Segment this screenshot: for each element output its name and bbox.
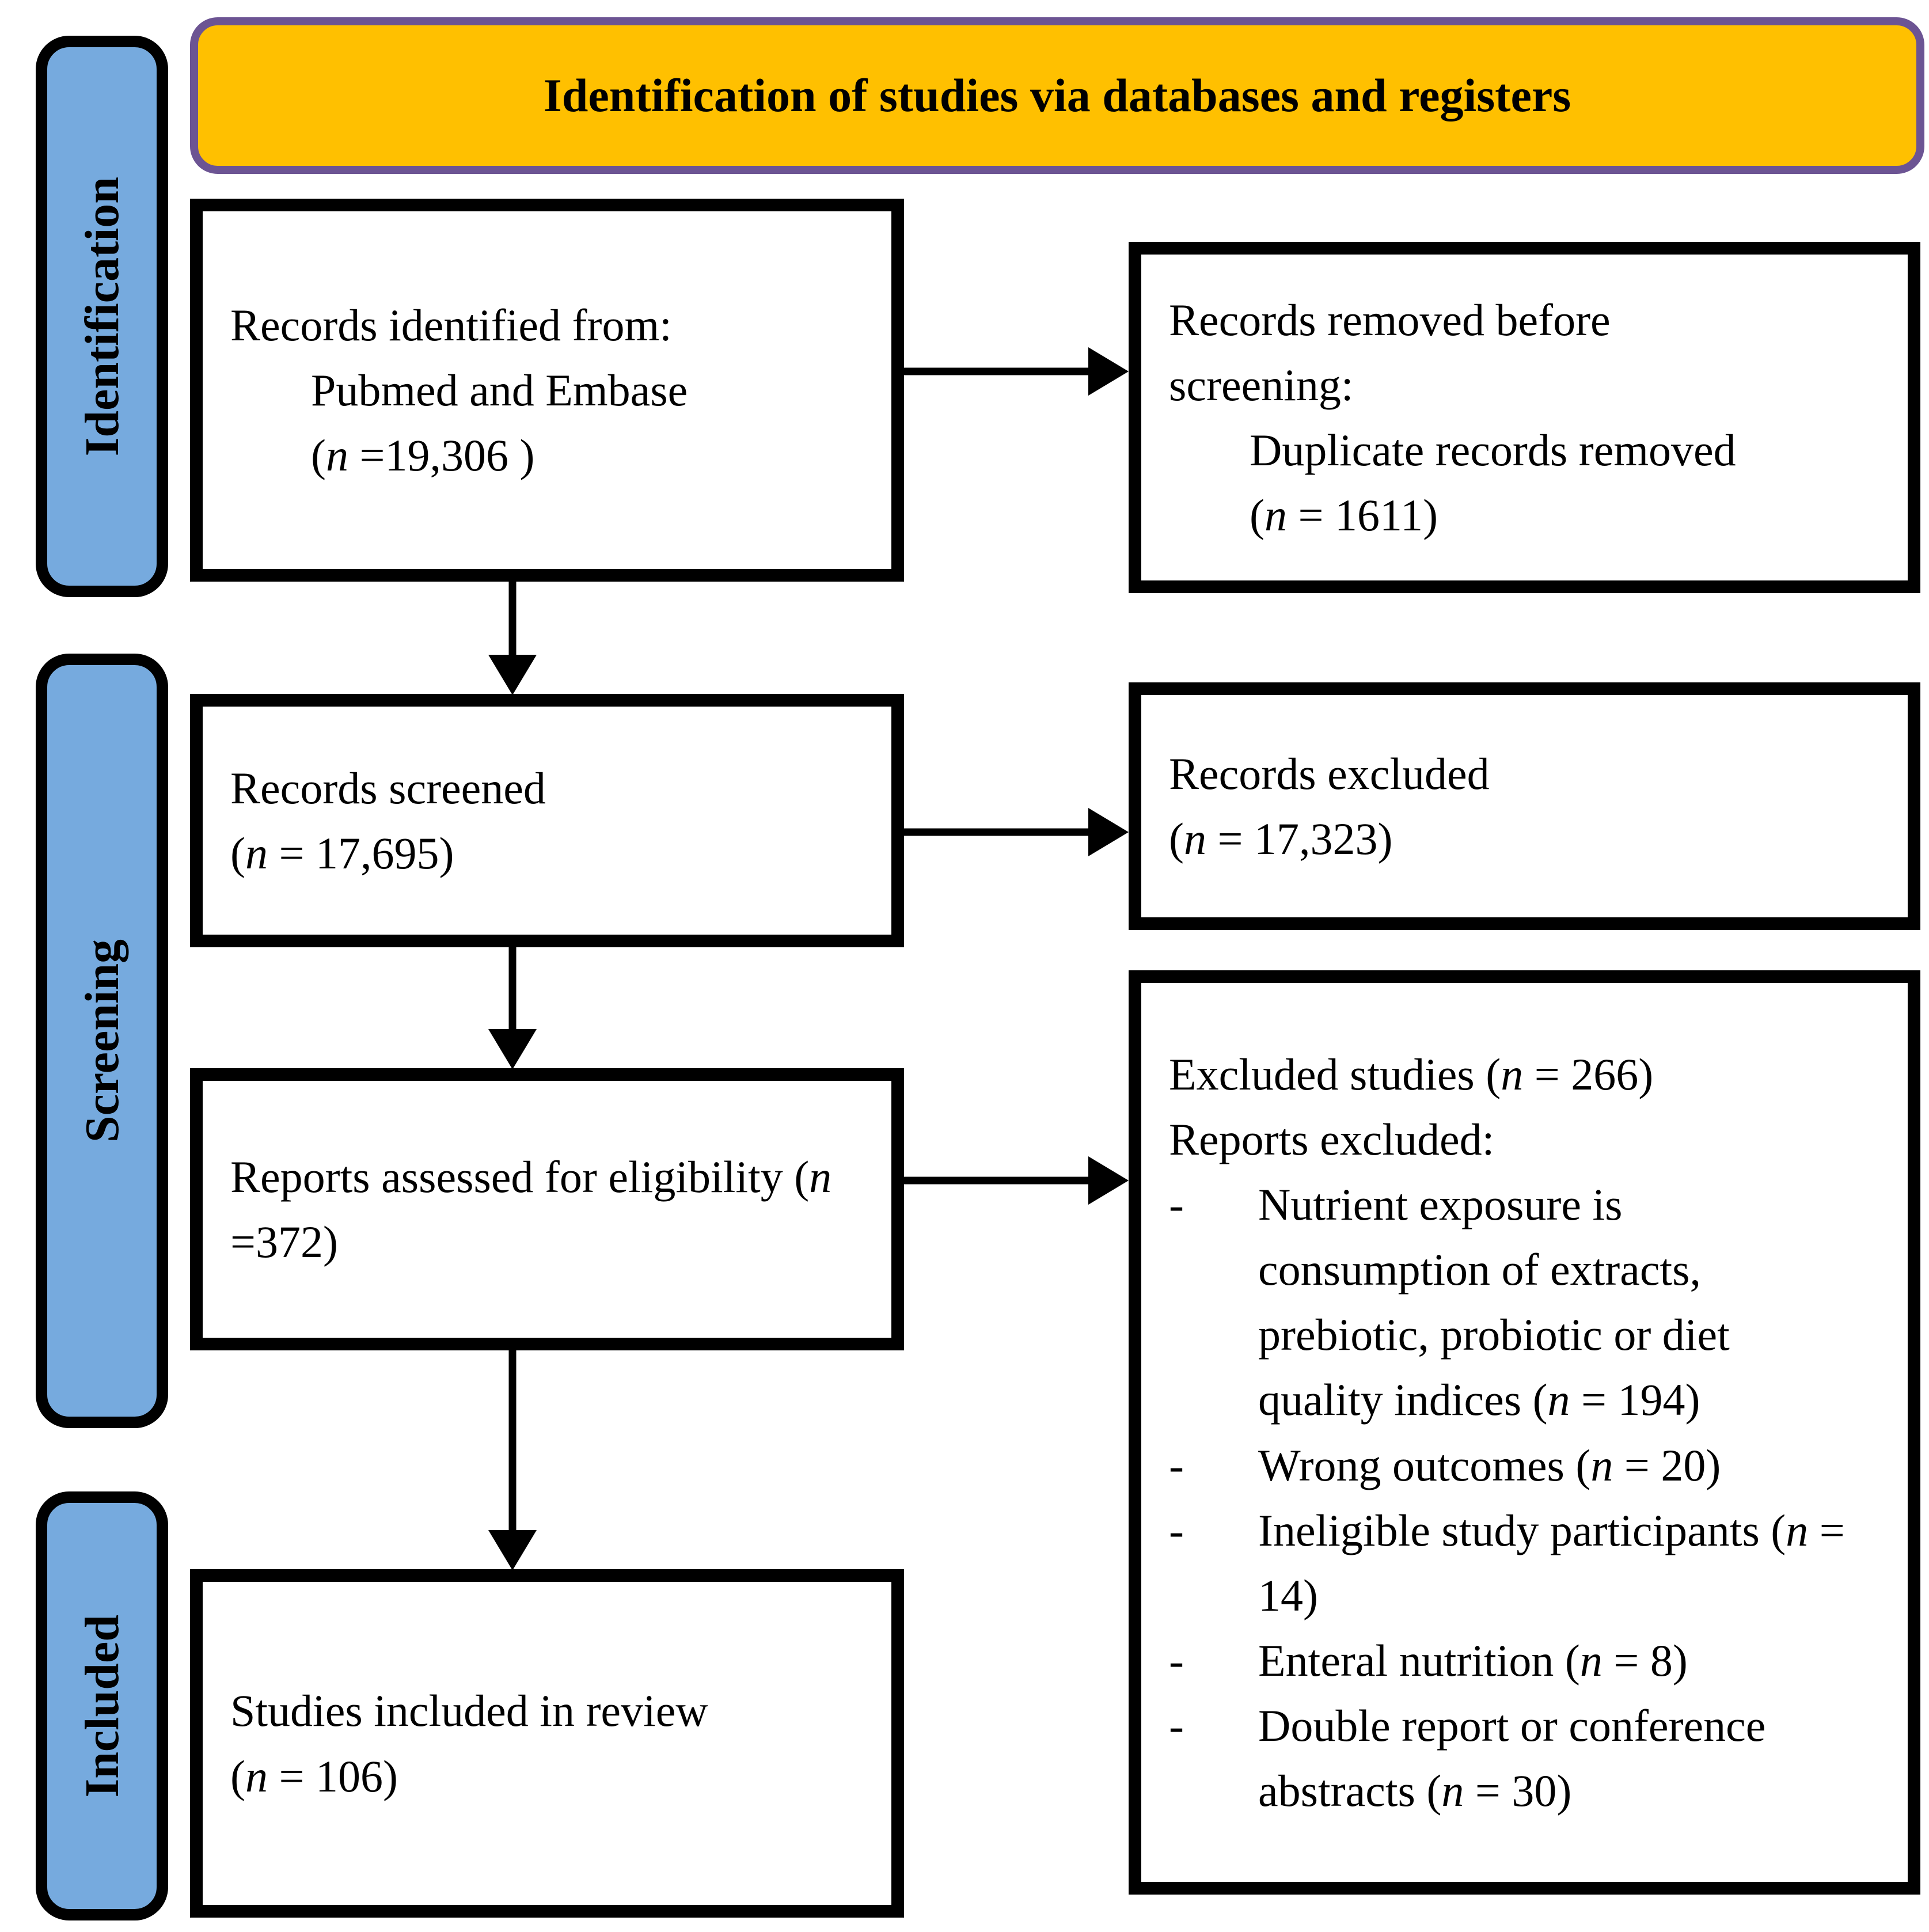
text-line: Reports excluded: xyxy=(1169,1114,1495,1165)
text-segment: Reports assessed for eligibility ( xyxy=(230,1151,810,1202)
arrowhead-right-icon xyxy=(1088,808,1129,856)
n-variable: n xyxy=(325,430,348,481)
n-variable: n xyxy=(1579,1635,1603,1686)
text-line: Records removed before screening: xyxy=(1169,294,1611,410)
n-count-line: (n = 17,323) xyxy=(1169,806,1880,871)
n-count-line: (n = 106) xyxy=(230,1744,864,1809)
bullet-dash: - xyxy=(1169,1179,1184,1230)
box-records-excluded: Records excluded (n = 17,323) xyxy=(1129,682,1920,930)
stage-label-text: Identification xyxy=(75,176,129,457)
text-segment: ( xyxy=(311,430,326,481)
arrowhead-down-icon xyxy=(488,1029,537,1069)
text-segment: = 14) xyxy=(1258,1505,1845,1620)
stage-label-text: Included xyxy=(75,1614,129,1798)
text-segment: =372) xyxy=(230,1217,338,1267)
bullet-dash: - xyxy=(1169,1635,1184,1686)
text-segment: = 194) xyxy=(1570,1375,1700,1425)
text-segment: =19,306 ) xyxy=(348,430,535,481)
text-segment: ( xyxy=(1169,814,1184,864)
header-banner: Identification of studies via databases … xyxy=(190,17,1924,174)
text-line: Reports assessed for eligibility (n =372… xyxy=(230,1144,835,1274)
n-variable: n xyxy=(245,828,268,878)
text-segment: = 30) xyxy=(1464,1765,1572,1816)
n-count-line: (n = 1611) xyxy=(1250,483,1880,548)
arrow-shaft xyxy=(903,367,1089,375)
text-segment: Excluded studies ( xyxy=(1169,1049,1501,1099)
arrow-assessed-to-included xyxy=(488,1348,537,1570)
text-segment: = 20) xyxy=(1613,1440,1721,1490)
text-segment: = 1611) xyxy=(1286,490,1438,541)
bullet-item: - Double report or conference abstracts (… xyxy=(1169,1693,1880,1823)
text-segment: = 106) xyxy=(267,1751,398,1801)
bullet-text: Ineligible study participants (n = 14) xyxy=(1258,1498,1863,1628)
arrow-identified-to-screened xyxy=(488,579,537,695)
text-segment: Wrong outcomes ( xyxy=(1258,1440,1591,1490)
stage-label-included: Included xyxy=(36,1491,168,1920)
box-excluded-studies: Excluded studies (n = 266) Reports exclu… xyxy=(1129,970,1920,1895)
text-segment: = 17,695) xyxy=(267,828,454,878)
arrowhead-right-icon xyxy=(1088,1156,1129,1205)
n-variable: n xyxy=(1183,814,1206,864)
box-records-screened: Records screened (n = 17,695) xyxy=(190,694,904,947)
bullet-item: - Ineligible study participants (n = 14) xyxy=(1169,1498,1880,1628)
n-variable: n xyxy=(1547,1375,1570,1425)
box-records-identified: Records identified from: Pubmed and Emba… xyxy=(190,199,904,582)
text-line: Studies included in review xyxy=(230,1686,708,1736)
n-variable: n xyxy=(1590,1440,1613,1490)
text-line: Records identified from: xyxy=(230,299,672,350)
arrow-shaft xyxy=(508,1348,517,1531)
stage-label-identification: Identification xyxy=(36,36,168,597)
box-records-removed: Records removed before screening: Duplic… xyxy=(1129,242,1920,593)
text-segment: ( xyxy=(1250,490,1265,541)
arrow-shaft xyxy=(903,1176,1089,1185)
stage-label-screening: Screening xyxy=(36,654,168,1428)
n-count-line: (n = 17,695) xyxy=(230,821,864,886)
text-line: Pubmed and Embase xyxy=(311,365,688,415)
arrow-shaft xyxy=(508,945,517,1030)
n-variable: n xyxy=(245,1751,268,1801)
arrow-identified-to-removed xyxy=(903,347,1129,396)
text-segment: ( xyxy=(230,828,245,878)
bullet-text: Enteral nutrition (n = 8) xyxy=(1258,1628,1863,1693)
box-studies-included: Studies included in review (n = 106) xyxy=(190,1569,904,1918)
n-variable: n xyxy=(1786,1505,1809,1555)
box-reports-assessed: Reports assessed for eligibility (n =372… xyxy=(190,1068,904,1350)
text-segment: ( xyxy=(230,1751,245,1801)
n-variable: n xyxy=(1501,1049,1524,1099)
bullet-dash: - xyxy=(1169,1700,1184,1751)
arrowhead-down-icon xyxy=(488,655,537,695)
bullet-text: Wrong outcomes (n = 20) xyxy=(1258,1433,1863,1498)
bullet-dash: - xyxy=(1169,1440,1184,1490)
text-line: Records excluded xyxy=(1169,748,1490,799)
bullet-text: Double report or conference abstracts (n… xyxy=(1258,1693,1863,1823)
bullet-text: Nutrient exposure is consumption of extr… xyxy=(1258,1172,1863,1432)
arrowhead-right-icon xyxy=(1088,347,1129,396)
text-segment: = 8) xyxy=(1602,1635,1688,1686)
text-segment: Enteral nutrition ( xyxy=(1258,1635,1580,1686)
arrow-screened-to-excluded xyxy=(903,808,1129,856)
text-segment: Nutrient exposure is consumption of extr… xyxy=(1258,1179,1730,1425)
arrow-shaft xyxy=(508,579,517,656)
text-line: Duplicate records removed xyxy=(1250,425,1736,475)
bullet-dash: - xyxy=(1169,1505,1184,1555)
n-variable: n xyxy=(1264,490,1287,541)
text-line: Excluded studies (n = 266) xyxy=(1169,1042,1880,1107)
text-segment: Double report or conference abstracts ( xyxy=(1258,1700,1766,1816)
n-count-line: (n =19,306 ) xyxy=(311,423,864,488)
bullet-item: - Nutrient exposure is consumption of ext… xyxy=(1169,1172,1880,1432)
bullet-item: - Wrong outcomes (n = 20) xyxy=(1169,1433,1880,1498)
header-title: Identification of studies via databases … xyxy=(543,69,1571,122)
arrow-shaft xyxy=(903,828,1089,836)
text-segment: = 266) xyxy=(1523,1049,1654,1099)
stage-label-text: Screening xyxy=(75,939,129,1143)
text-segment: Ineligible study participants ( xyxy=(1258,1505,1786,1555)
text-line: Records screened xyxy=(230,762,546,813)
arrowhead-down-icon xyxy=(488,1530,537,1570)
n-variable: n xyxy=(809,1151,832,1202)
text-segment: = 17,323) xyxy=(1206,814,1393,864)
bullet-item: - Enteral nutrition (n = 8) xyxy=(1169,1628,1880,1693)
n-variable: n xyxy=(1441,1765,1464,1816)
arrow-assessed-to-reports-excluded xyxy=(903,1156,1129,1205)
arrow-screened-to-assessed xyxy=(488,945,537,1069)
